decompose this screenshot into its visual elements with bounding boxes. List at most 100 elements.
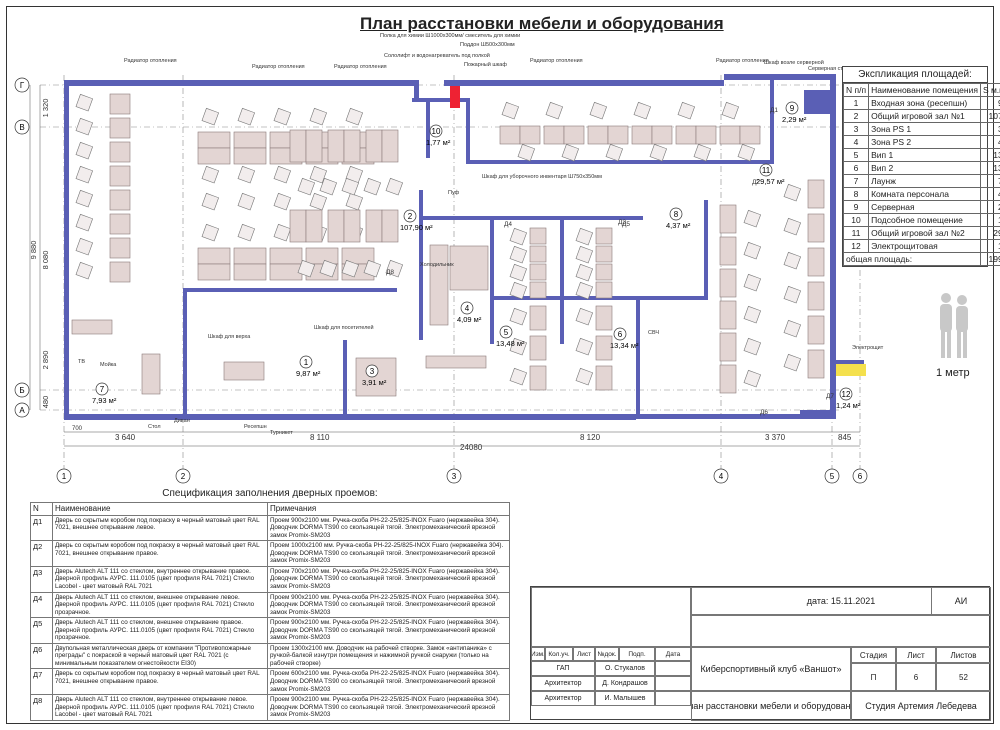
- sheets-value: 52: [936, 663, 991, 691]
- gaming-desk: [233, 247, 267, 265]
- gaming-chair: [783, 319, 802, 338]
- explication-area: 4,4: [979, 187, 1000, 201]
- explication-number: 1: [842, 96, 870, 110]
- door-note: Проем 900х2100 мм. Ручка-скоба PH-22-25/…: [267, 591, 510, 619]
- explication-room-name: Подсобное помещение: [868, 213, 981, 227]
- explication-area: 1,2: [979, 239, 1000, 253]
- gaming-desk: [529, 281, 547, 299]
- gaming-chair: [273, 107, 292, 126]
- stamp-role: Архитектор: [531, 676, 595, 691]
- stamp-role: ГАП: [531, 661, 595, 676]
- gaming-chair: [783, 285, 802, 304]
- door-name: Дверь Alutech ALT 111 со стеклом, внутре…: [52, 694, 268, 721]
- door-col-n: N: [30, 502, 53, 516]
- gaming-desk: [529, 305, 547, 331]
- axis-bubble: [852, 468, 868, 484]
- gaming-chair: [237, 192, 256, 211]
- gaming-chair: [509, 337, 528, 356]
- gaming-chair: [575, 227, 594, 246]
- gaming-desk: [807, 179, 825, 209]
- door-n: Д4: [30, 591, 53, 619]
- room-marker: [429, 124, 443, 138]
- explication-area: 2,3: [979, 200, 1000, 214]
- gaming-chair: [743, 305, 762, 324]
- gaming-chair: [509, 307, 528, 326]
- gaming-chair: [319, 177, 338, 196]
- sofa: [71, 319, 113, 335]
- room-number: 8: [674, 210, 679, 219]
- gaming-chair: [743, 209, 762, 228]
- room-marker: [403, 209, 417, 223]
- gaming-desk: [719, 364, 737, 394]
- gaming-chair: [575, 245, 594, 264]
- plan-note-sink: Сололифт и водонагреватель под полкой: [384, 52, 490, 59]
- gaming-chair: [75, 117, 94, 136]
- gaming-desk: [595, 281, 613, 299]
- axis-bubble: [56, 468, 72, 484]
- gaming-desk: [719, 236, 737, 266]
- gaming-chair: [509, 281, 528, 300]
- gaming-desk: [595, 227, 613, 245]
- room-area: 29,57 м²: [756, 177, 785, 186]
- door-tag: Д7: [826, 393, 834, 400]
- explication-room-name: Вип 2: [868, 161, 981, 175]
- gaming-desk: [595, 245, 613, 263]
- room-number: 11: [762, 166, 771, 175]
- explication-number: 7: [842, 174, 870, 188]
- gaming-chair: [319, 259, 338, 278]
- room-area: 107,90 м²: [400, 223, 433, 232]
- door-note: Проем 1000х2100 мм. Ручка-скоба PH-22-25…: [267, 540, 510, 567]
- page-title: План расстановки мебели и оборудования: [360, 14, 724, 33]
- gaming-desk: [109, 117, 131, 139]
- gaming-chair: [309, 192, 328, 211]
- stamp-header-cell: Изм.: [531, 647, 545, 661]
- gaming-chair: [517, 143, 536, 162]
- explication-area: 7,9: [979, 174, 1000, 188]
- gaming-desk: [807, 315, 825, 345]
- axis-bubble: [175, 468, 191, 484]
- gaming-desk: [739, 125, 761, 145]
- gaming-desk: [719, 300, 737, 330]
- gaming-desk: [381, 209, 399, 243]
- gaming-desk: [381, 129, 399, 163]
- gaming-chair: [743, 273, 762, 292]
- gaming-desk: [305, 129, 323, 163]
- room-number: 6: [618, 330, 623, 339]
- axis-bubble: [14, 402, 30, 418]
- gaming-chair: [721, 101, 740, 120]
- room-marker: [839, 387, 853, 401]
- plan-note-shelf_cons: Шкаф для посетителей: [314, 324, 374, 331]
- door-note: Проем 600х2100 мм. Ручка-скоба PH-22-25/…: [267, 668, 510, 696]
- stamp-header-cell: Кол.уч.: [545, 647, 573, 661]
- axis-label: В: [19, 123, 24, 132]
- door-tag: Д8: [386, 269, 394, 276]
- gaming-chair: [509, 245, 528, 264]
- ps-sofa: [425, 355, 487, 369]
- explication-row: 7Лаунж7,9: [842, 174, 1000, 188]
- gaming-desk: [233, 263, 267, 281]
- explication-number: 2: [842, 109, 870, 123]
- room-marker: [785, 101, 799, 115]
- door-col-name: Наименование: [52, 502, 268, 516]
- col-s-header: S м.кв.: [979, 83, 1000, 97]
- explication-table: Экспликация площадей: N п/п Наименование…: [842, 66, 1000, 267]
- plan-note-turnstile: Турникет: [270, 430, 293, 436]
- plan-note-radiator: Радиатор отопления: [716, 58, 769, 64]
- scale-label: 1 метр: [936, 367, 970, 379]
- door-name: Дверь Alutech ALT 111 со стеклом, внутре…: [52, 565, 268, 593]
- plan-note-pouf: Пуф: [448, 190, 460, 196]
- gaming-chair: [385, 259, 404, 278]
- gaming-desk: [269, 247, 303, 265]
- axis-label: 4: [719, 472, 724, 481]
- door-tag: Д1: [770, 107, 778, 114]
- stamp-role: Архитектор: [531, 691, 595, 706]
- gaming-desk: [719, 332, 737, 362]
- dimension-label: 8 110: [310, 433, 330, 442]
- explication-number: 6: [842, 161, 870, 175]
- gaming-chair: [783, 251, 802, 270]
